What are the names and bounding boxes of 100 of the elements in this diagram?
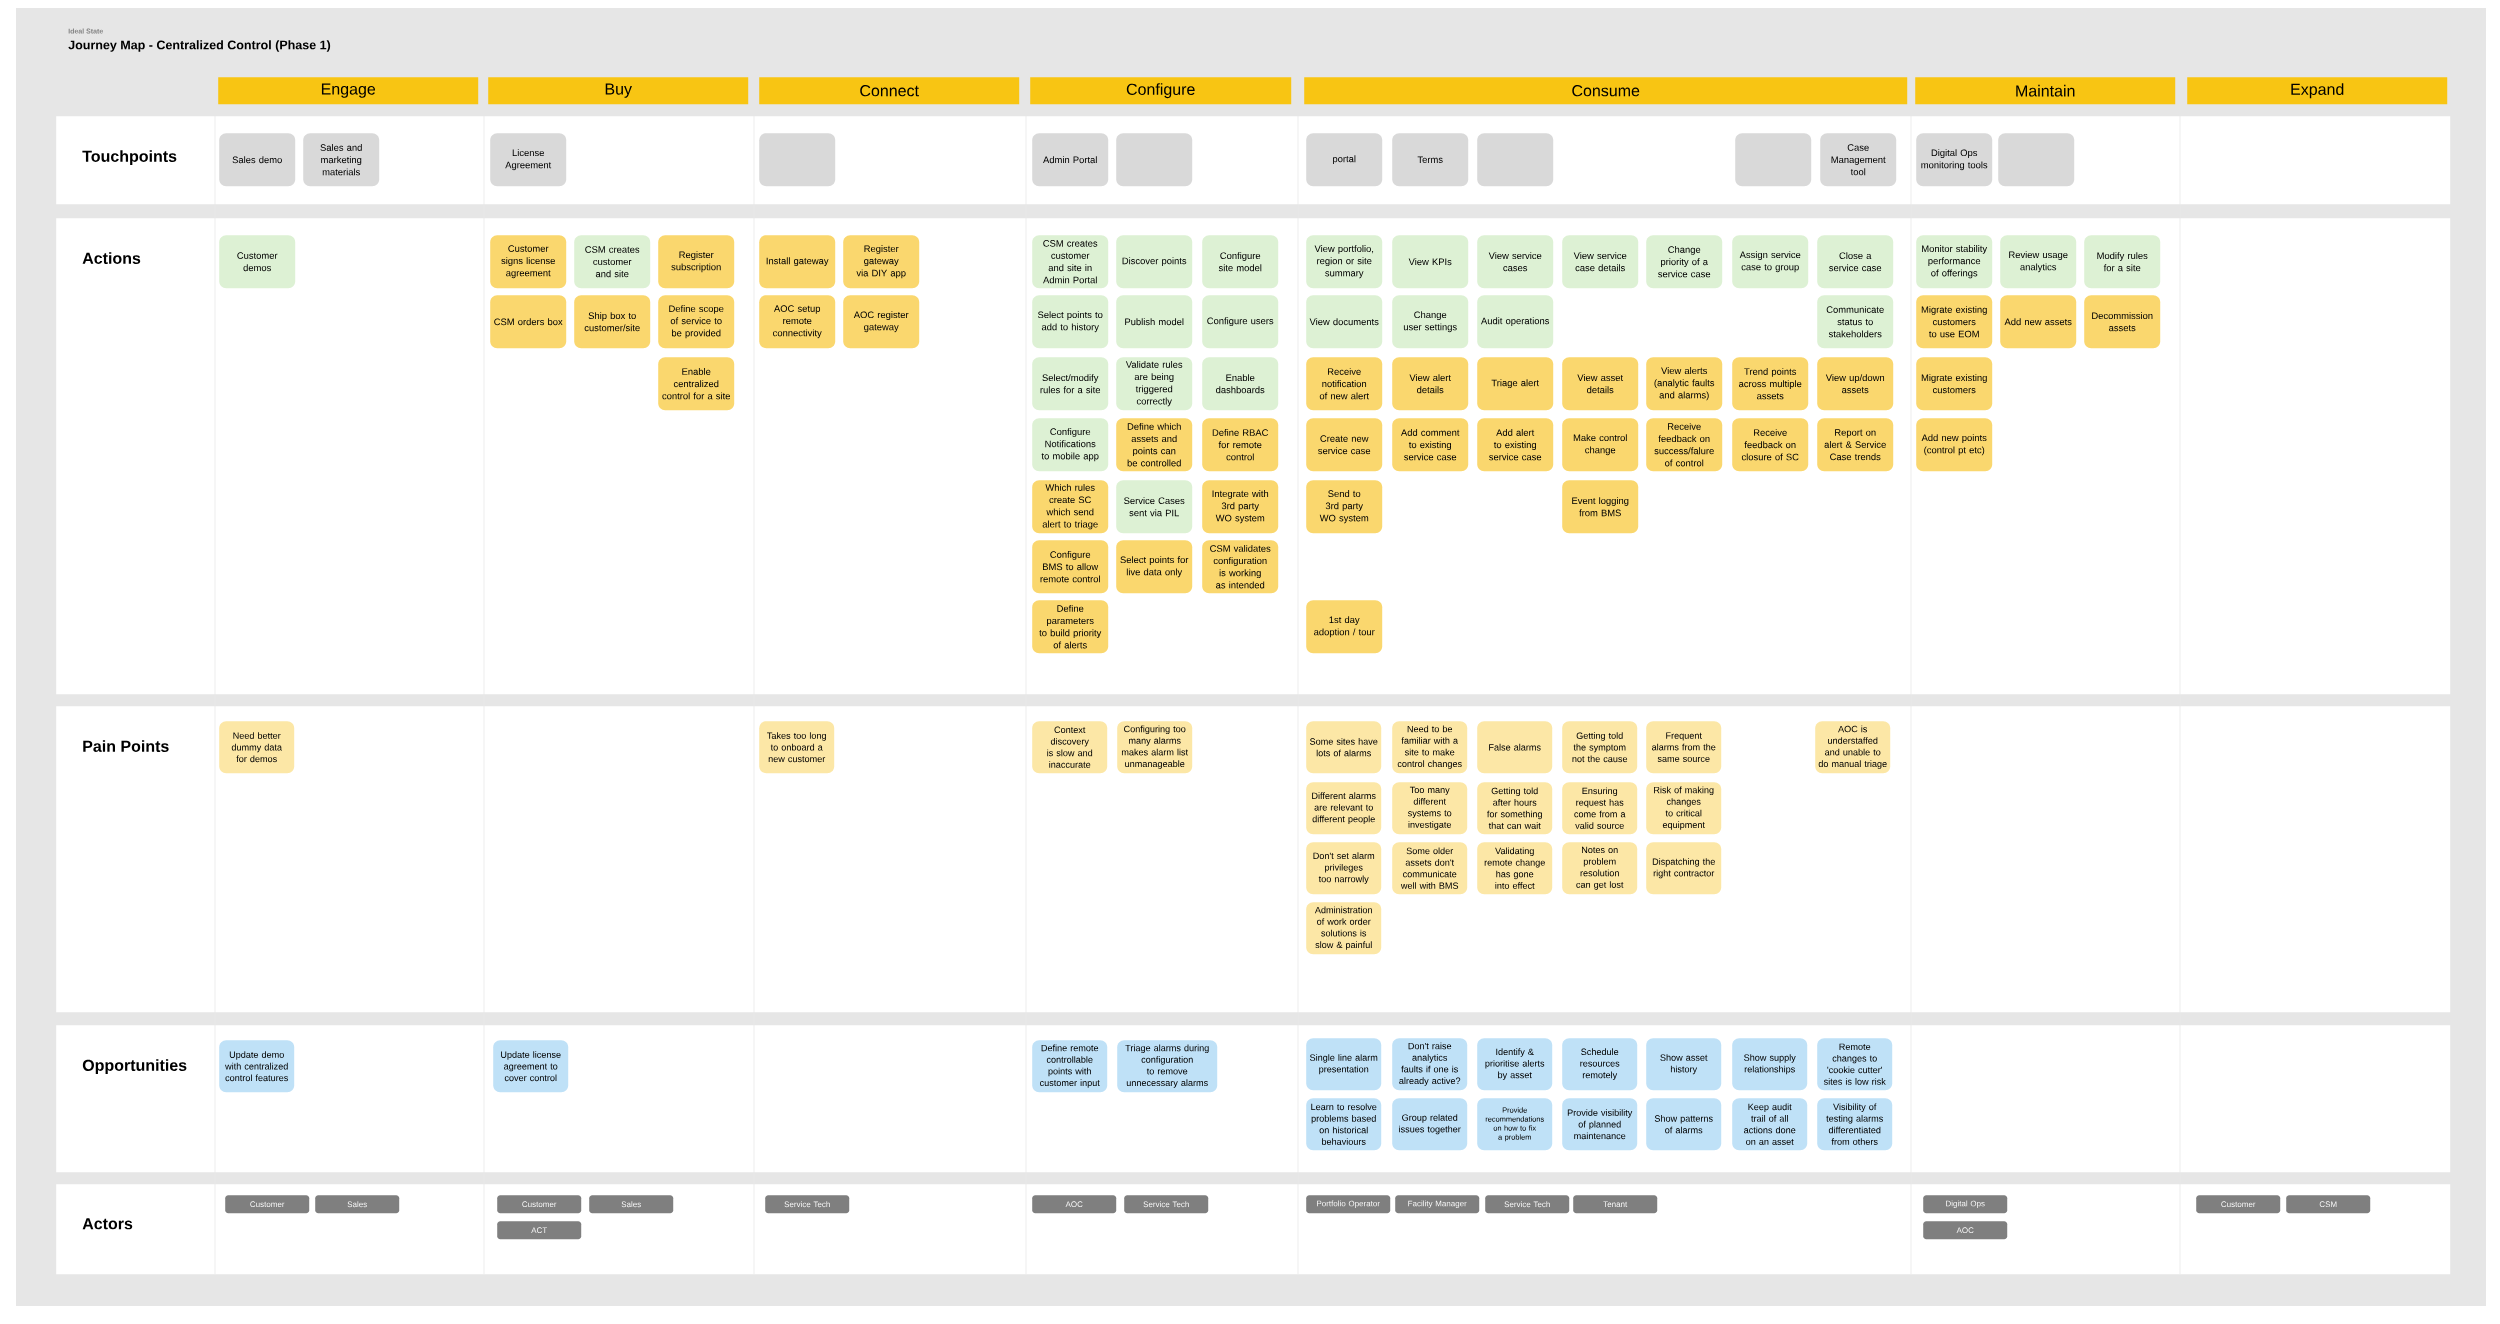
actor-tag: AOC [1923,1221,2008,1240]
sticky-note: Different alarms are relevant to different people [1306,782,1382,835]
sticky-note: Learn to resolve problems based on historical behaviours [1306,1098,1382,1151]
actor-tag: Service Tech [1124,1195,1209,1214]
sticky-note: Risk of making changes to critical equipment [1646,782,1722,835]
stage-header: Maintain [1915,77,2176,105]
sticky-note: Create new service case [1306,418,1383,472]
sticky-note: Getting told the symptom not the cause [1562,721,1638,774]
sticky-note: AOC register gateway [843,295,920,349]
sticky-note: View service cases [1477,235,1554,289]
sticky-note: Show supply relationships [1732,1038,1808,1091]
sticky-note: Close a service case [1817,235,1894,289]
sticky-note: Triage alert [1477,357,1554,411]
sticky-note: Customer demos [219,235,296,289]
sticky-note: Need to be familiar with a site to make control changes [1392,721,1468,774]
sticky-note [1477,133,1554,187]
sticky-note: Enable dashboards [1202,357,1279,411]
sticky-note: Triage alarms during configuration to remove unnecessary alarms [1117,1040,1218,1093]
sticky-note: Migrate existing customers to use EOM [1916,295,1993,349]
sticky-note: Identify & prioritise alerts by asset [1477,1038,1553,1091]
sticky-note: Trend points across multiple assets [1732,357,1809,411]
sticky-note: Select points to add to history [1032,295,1109,349]
sticky-note: Schedule resources remotely [1562,1038,1638,1091]
actor-tag: Sales [315,1195,400,1214]
sticky-note: Ensuring request has come from a valid source [1562,782,1638,835]
sticky-note: View alerts (analytic faults and alarms) [1646,357,1723,411]
sticky-note: Report on alert & Service Case trends [1817,418,1894,472]
sticky-note: Modify rules for a site [2084,235,2161,289]
sticky-note: Sales and marketing materials [303,133,380,187]
sticky-note: Register subscription [658,235,735,289]
sticky-note: Add comment to existing service case [1392,418,1469,472]
actor-tag: AOC [1032,1195,1117,1214]
stage-header: Connect [759,77,1020,105]
sticky-note: Provide visibility of planned maintenance [1562,1098,1638,1151]
sticky-note: Register gateway via DIY app [843,235,920,289]
sticky-note: CSM creates customer and site in Admin Portal [1032,235,1109,289]
sticky-note: View KPIs [1392,235,1469,289]
sticky-note: CSM validates configuration is working as intended [1202,540,1279,594]
sticky-note: Receive feedback on success/falure of control [1646,418,1723,472]
sticky-note: Validate rules are being triggered correctly [1116,357,1193,411]
sticky-note [1998,133,2075,187]
sticky-note: Select points for live data only [1116,540,1193,594]
sticky-note: Add new points (control pt etc) [1916,418,1993,472]
sticky-note: Event logging from BMS [1562,480,1639,534]
sticky-note: Takes too long to onboard a new customer [759,721,835,774]
sticky-note: Decommission assets [2084,295,2161,349]
sticky-note: Show patterns of alarms [1646,1098,1722,1151]
sticky-note: Define remote controllable points with customer input [1032,1040,1108,1093]
sticky-note: Show asset history [1646,1038,1722,1091]
sticky-note: Digital Ops monitoring tools [1916,133,1993,187]
sticky-note: Assign service case to group [1732,235,1809,289]
sticky-note: AOC is understaffed and unable to do manual triage [1815,721,1891,774]
sticky-note: Migrate existing customers [1916,357,1993,411]
sticky-note [1735,133,1812,187]
actor-tag: Customer [225,1195,310,1214]
sticky-note: View alert details [1392,357,1469,411]
sticky-note: Some sites have lots of alarms [1306,721,1382,774]
actor-tag: Customer [497,1195,582,1214]
sticky-note: Install gateway [759,235,836,289]
actor-tag: Service Tech [765,1195,850,1214]
sticky-note: Enable centralized control for a site [658,357,735,411]
sticky-note: Group related issues together [1392,1098,1468,1151]
sticky-note: Single line alarm presentation [1306,1038,1382,1091]
sticky-note: Getting told after hours for something that can wait [1477,782,1553,835]
sticky-note: Which rules create SC which send alert to triage [1032,480,1109,534]
sticky-note: Configure Notifications to mobile app [1032,418,1109,472]
sticky-note: Publish model [1116,295,1193,349]
actor-tag: Service Tech [1485,1195,1570,1214]
actor-tag: Portfolio Operator [1306,1195,1391,1214]
sticky-note: Ship box to customer/site [574,295,651,349]
actor-tag: ACT [497,1221,582,1240]
sticky-note: Discover points [1116,235,1193,289]
sticky-note: Add alert to existing service case [1477,418,1554,472]
sticky-note: Sales demo [219,133,296,187]
sticky-note: Dispatching the right contractor [1646,842,1722,895]
sticky-note: Change user settings [1392,295,1469,349]
actor-tag: Sales [589,1195,674,1214]
sticky-note: Customer signs license agreement [490,235,567,289]
actor-tag: Facility Manager [1395,1195,1480,1214]
sticky-note: Configure site model [1202,235,1279,289]
sticky-note: Configure BMS to allow remote control [1032,540,1109,594]
sticky-note: Monitor stability performance of offerings [1916,235,1993,289]
sticky-note: Change priority of a service case [1646,235,1723,289]
sticky-note: Make control change [1562,418,1639,472]
sticky-note: Terms [1392,133,1469,187]
sticky-note: Define which assets and points can be controlled [1116,418,1193,472]
sticky-note: Select/modify rules for a site [1032,357,1109,411]
title: Journey Map - Centralized Control (Phase 1) [68,40,331,52]
stage-header: Expand [2187,77,2448,105]
sticky-note: Remote changes to 'cookie cutter' sites is low risk [1817,1038,1893,1091]
sticky-note: CSM orders box [490,295,567,349]
sticky-note: Don't set alarm privileges too narrowly [1306,842,1382,895]
sticky-note [1116,133,1193,187]
sticky-note: Case Management tool [1820,133,1897,187]
actor-tag: CSM [2286,1195,2371,1214]
sticky-note: Audit operations [1477,295,1554,349]
sticky-note: Receive notification of new alert [1306,357,1383,411]
sticky-note [759,133,836,187]
sticky-note: Update license agreement to cover control [493,1040,569,1093]
sticky-note: Configure users [1202,295,1279,349]
